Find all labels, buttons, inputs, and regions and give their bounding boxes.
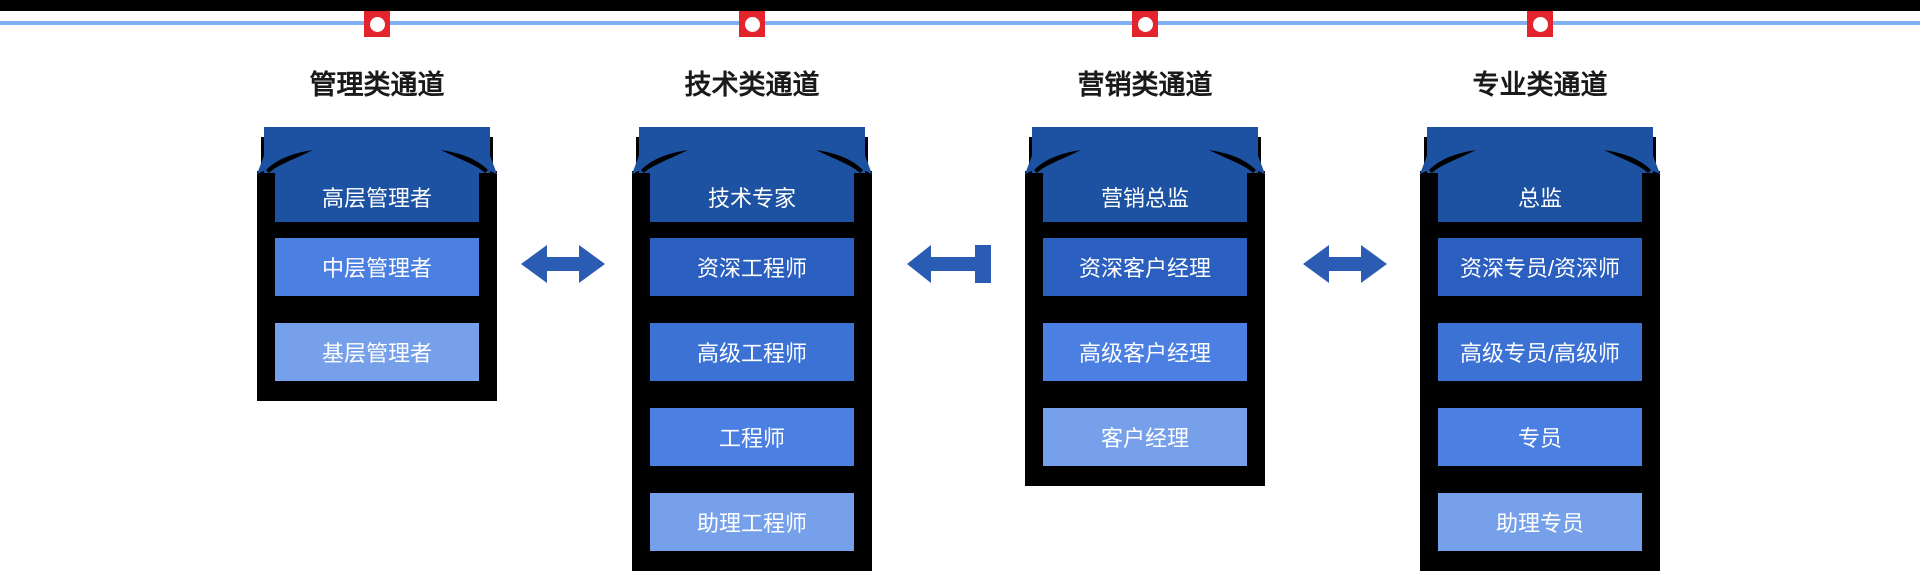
channel-top-arrow-icon (1420, 127, 1660, 174)
level-label: 中层管理者 (321, 256, 432, 281)
level-box: 资深客户经理 (1043, 238, 1247, 296)
level-label: 资深客户经理 (1078, 256, 1211, 281)
top-bar (0, 0, 1920, 11)
level-box: 高级专员/高级师 (1438, 323, 1642, 381)
channel-top-arrow-icon (632, 127, 872, 174)
level-label: 高级专员/高级师 (1459, 341, 1621, 366)
level-label: 客户经理 (1100, 426, 1189, 451)
level-box: 营销总监 (1043, 172, 1247, 222)
timeline-marker (1527, 11, 1553, 37)
level-label: 工程师 (718, 426, 785, 451)
marker-dot-icon (1532, 16, 1548, 32)
channel-top-arrow-icon (1025, 127, 1265, 174)
level-box: 客户经理 (1043, 408, 1247, 466)
level-box: 助理专员 (1438, 493, 1642, 551)
marker-dot-icon (369, 16, 385, 32)
level-box: 资深工程师 (650, 238, 854, 296)
level-box: 基层管理者 (275, 323, 479, 381)
level-label: 资深工程师 (696, 256, 807, 281)
timeline-marker (739, 11, 765, 37)
level-label: 高级工程师 (696, 341, 807, 366)
level-box: 技术专家 (650, 172, 854, 222)
level-box: 高级客户经理 (1043, 323, 1247, 381)
level-label: 基层管理者 (321, 341, 432, 366)
marker-dot-icon (744, 16, 760, 32)
level-label: 技术专家 (707, 186, 796, 211)
level-label: 资深专员/资深师 (1459, 256, 1621, 281)
level-label: 营销总监 (1100, 186, 1189, 211)
level-box: 高级工程师 (650, 323, 854, 381)
timeline-line (0, 21, 1920, 25)
level-label: 专员 (1517, 426, 1562, 451)
level-box: 高层管理者 (275, 172, 479, 222)
timeline-marker (1132, 11, 1158, 37)
channel-title: 营销类通道 (1077, 70, 1213, 100)
level-label: 总监 (1517, 186, 1562, 211)
bar-left-arrow-icon (907, 245, 991, 283)
level-box: 专员 (1438, 408, 1642, 466)
channel-title: 专业类通道 (1472, 70, 1608, 100)
level-box: 中层管理者 (275, 238, 479, 296)
level-label: 高层管理者 (321, 186, 432, 211)
channel-title: 技术类通道 (684, 70, 820, 100)
level-label: 助理专员 (1495, 511, 1584, 536)
double-arrow-icon (521, 245, 605, 283)
level-label: 助理工程师 (696, 511, 807, 536)
channel-title: 管理类通道 (309, 70, 445, 100)
level-box: 资深专员/资深师 (1438, 238, 1642, 296)
level-box: 助理工程师 (650, 493, 854, 551)
timeline-marker (364, 11, 390, 37)
marker-dot-icon (1137, 16, 1153, 32)
level-box: 总监 (1438, 172, 1642, 222)
level-label: 高级客户经理 (1078, 341, 1211, 366)
double-arrow-icon (1303, 245, 1387, 283)
level-box: 工程师 (650, 408, 854, 466)
channel-top-arrow-icon (257, 127, 497, 174)
